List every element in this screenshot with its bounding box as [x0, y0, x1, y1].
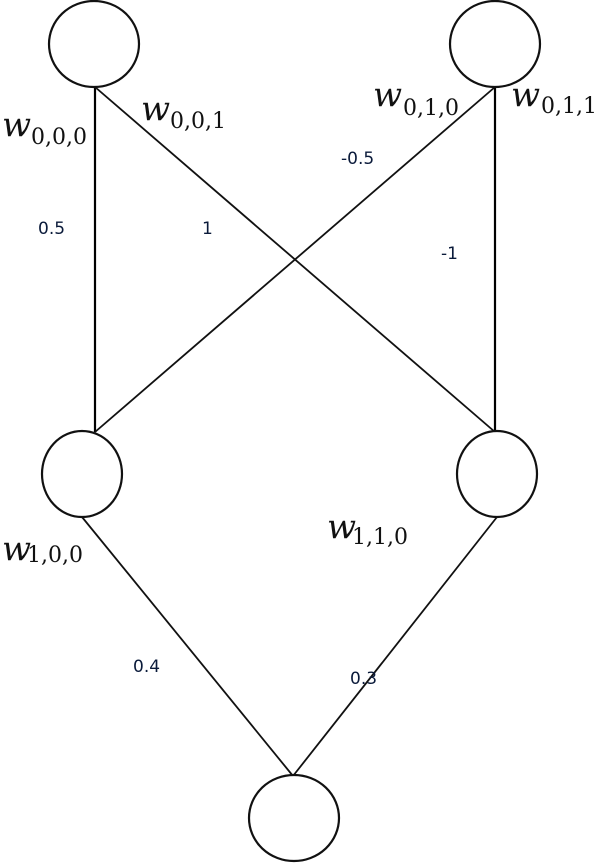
node-hidden-1 — [455, 429, 539, 519]
weight-label-w011: w 0,1,1 — [511, 75, 597, 119]
weight-symbol: w — [511, 75, 540, 115]
weight-index: 1,1,0 — [352, 525, 408, 550]
weight-value-w100: 0.4 — [133, 657, 160, 677]
weight-label-w010: w 0,1,0 — [373, 75, 459, 121]
weight-label-w110: w 1,1,0 — [327, 507, 408, 550]
edge-w010 — [94, 86, 496, 433]
edge-w100 — [81, 516, 294, 777]
edge-w110 — [292, 516, 498, 777]
weight-symbol: w — [2, 529, 31, 569]
node-hidden-0 — [40, 429, 124, 519]
weight-label-w000: w 0,0,0 — [2, 105, 87, 150]
node-input-1 — [448, 0, 542, 89]
weight-label-w100: w 1,0,0 — [2, 529, 83, 569]
weight-value-w010: -0.5 — [341, 149, 374, 169]
weight-value-w000: 0.5 — [38, 219, 65, 239]
weight-index: 0,1,1 — [541, 94, 597, 119]
weight-index: 0,1,0 — [403, 96, 459, 121]
weight-value-w110: 0.3 — [350, 669, 377, 689]
weight-index: 0,0,0 — [31, 125, 87, 150]
node-input-0 — [47, 0, 141, 89]
weight-value-w011: -1 — [441, 244, 458, 264]
weight-symbol: w — [327, 507, 356, 547]
weight-value-w001: 1 — [202, 219, 213, 239]
weight-symbol: w — [141, 89, 170, 129]
weight-symbol: w — [2, 105, 31, 145]
node-output-0 — [247, 773, 341, 863]
weight-label-w001: w 0,0,1 — [141, 89, 226, 134]
weight-index: 0,0,1 — [170, 109, 226, 134]
weight-index: 1,0,0 — [27, 543, 83, 568]
weight-symbol: w — [373, 75, 402, 115]
